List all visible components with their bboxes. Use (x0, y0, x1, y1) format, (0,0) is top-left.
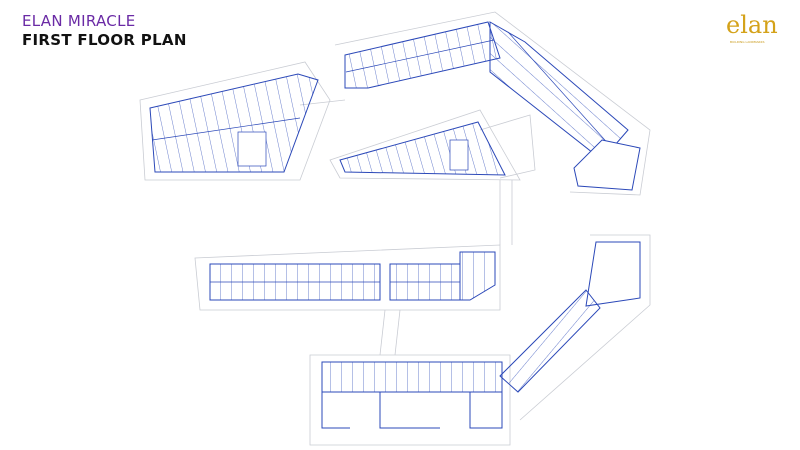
block-d-units (339, 121, 506, 176)
block-f-units (499, 241, 641, 393)
elan-logo: elan BUILDING LANDMARKS (726, 12, 782, 44)
logo-wordmark: elan (726, 11, 778, 39)
block-c-units (489, 21, 641, 191)
site-outline (139, 11, 651, 446)
block-e-units (209, 251, 496, 301)
block-b-units (344, 21, 501, 89)
project-name: ELAN MIRACLE (22, 12, 136, 30)
logo-tagline: BUILDING LANDMARKS (730, 40, 765, 44)
block-g-units (321, 361, 503, 429)
plan-title: FIRST FLOOR PLAN (22, 31, 187, 49)
block-a-units (149, 73, 319, 173)
